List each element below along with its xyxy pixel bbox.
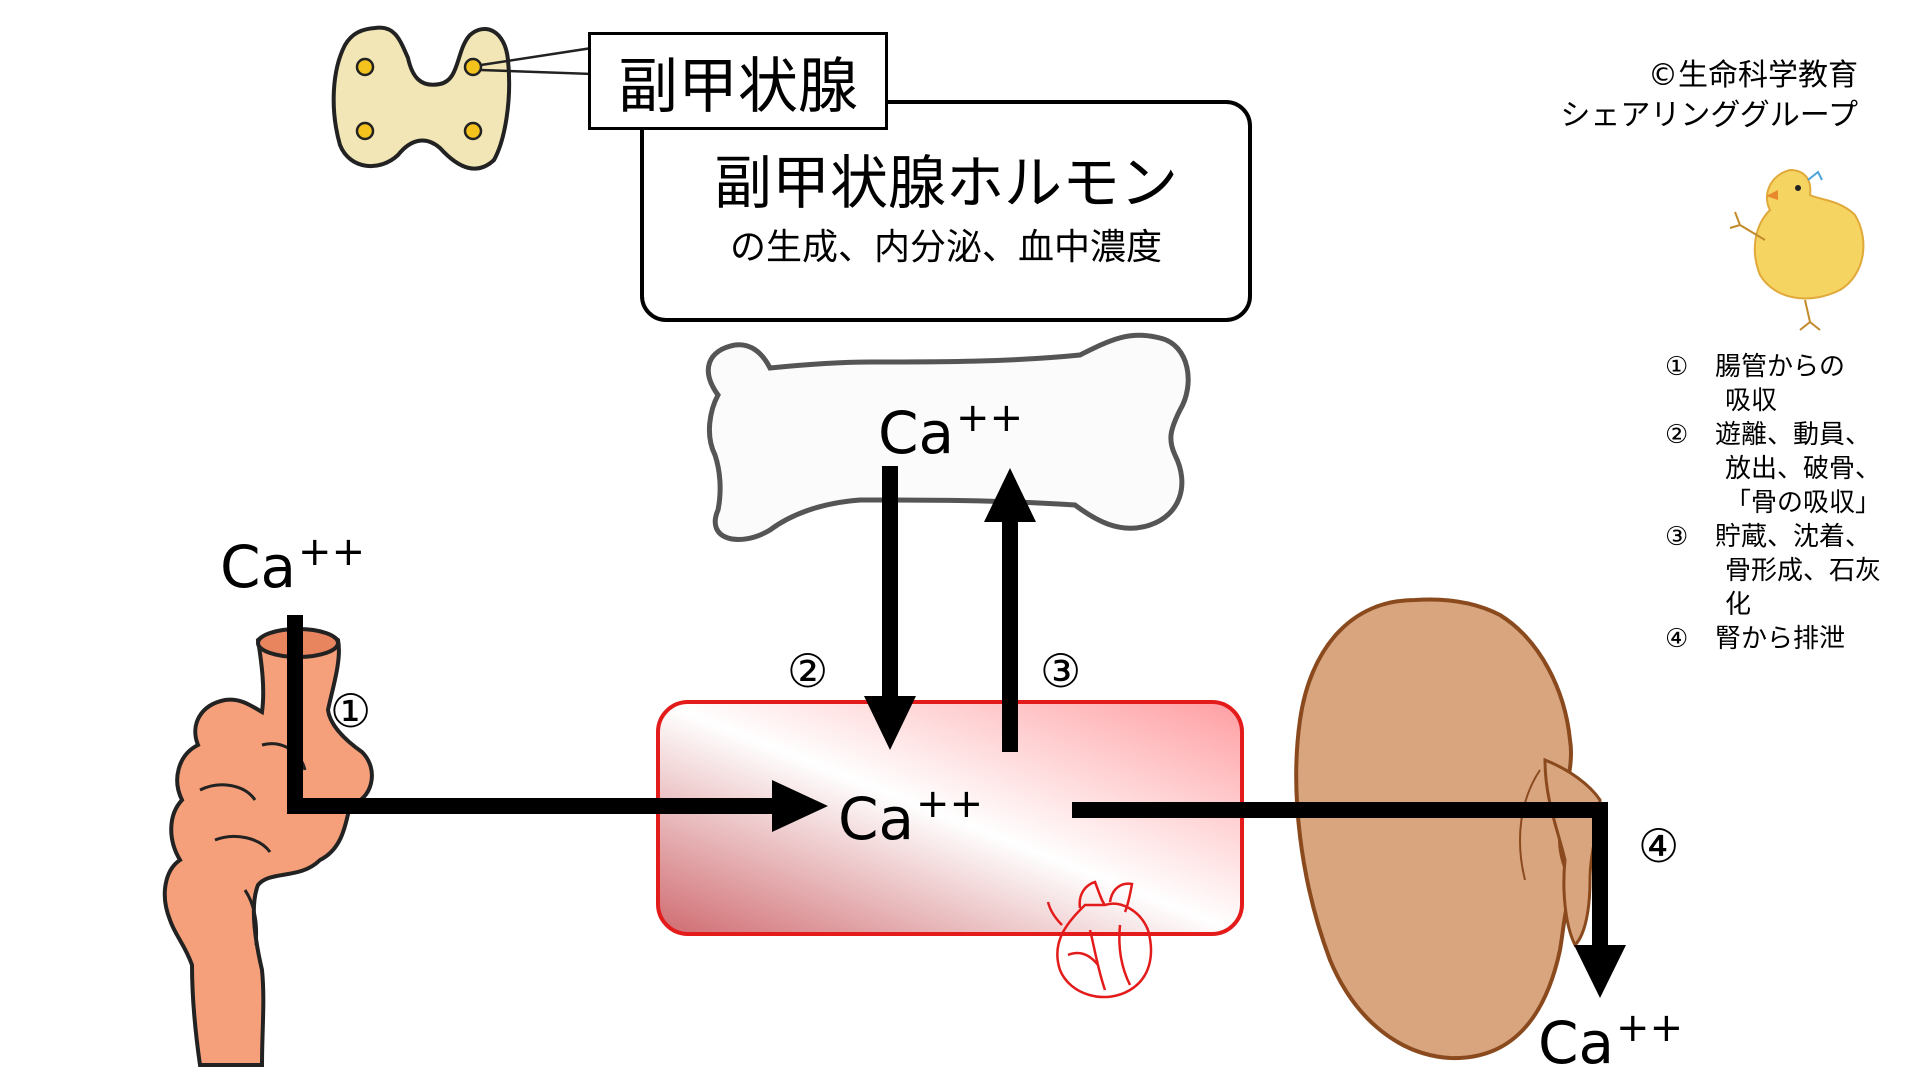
chick-icon — [1729, 168, 1865, 331]
heart-icon — [1046, 880, 1153, 999]
legend-number: ① — [1665, 352, 1689, 382]
calcium-base: Ca — [838, 785, 915, 853]
legend-number: ② — [1665, 420, 1689, 450]
thyroid-icon — [331, 25, 594, 171]
calcium-base: Ca — [878, 399, 955, 467]
step-two-marker: ② — [787, 644, 829, 698]
legend-line: 骨形成、石灰 — [1725, 556, 1882, 586]
legend-number: ③ — [1665, 522, 1689, 552]
legend-line: 貯蔵、沈着、 — [1715, 522, 1872, 552]
legend-line: 腸管からの — [1715, 352, 1846, 382]
copyright-line-2: シェアリンググループ — [1560, 98, 1858, 133]
arrow-storage — [984, 468, 1036, 752]
legend-item: ④ 腎から排泄 — [1665, 622, 1920, 656]
copyright-line-1: ©生命科学教育 — [1648, 58, 1858, 93]
legend-line: 腎から排泄 — [1715, 624, 1846, 654]
parathyroid-dot — [463, 121, 483, 141]
legend-item: ③ 貯蔵、沈着、 骨形成、石灰 化 — [1665, 520, 1920, 622]
legend-item: ① 腸管からの 吸収 — [1665, 350, 1920, 418]
calcium-charge: ++ — [956, 395, 1024, 441]
legend-number: ④ — [1665, 624, 1689, 654]
arrow-release — [864, 466, 916, 750]
calcium-charge: ++ — [298, 529, 366, 575]
step-one-marker: ① — [330, 684, 372, 738]
parathyroid-dot — [463, 57, 483, 77]
copyright: ©生命科学教育 シェアリンググループ — [1520, 56, 1858, 136]
parathyroid-dot — [355, 57, 375, 77]
arrow-absorption — [287, 615, 828, 832]
step-four-marker: ④ — [1638, 819, 1680, 873]
legend-line: 吸収 — [1725, 386, 1778, 416]
parathyroid-dot — [355, 121, 375, 141]
kidney-icon — [1294, 597, 1602, 1061]
hormone-subtitle: の生成、内分泌、血中濃度 — [729, 227, 1162, 268]
legend-line: 遊離、動員、 — [1715, 420, 1872, 450]
hormone-title: 副甲状腺ホルモン — [713, 149, 1178, 217]
legend-line: 放出、破骨、 — [1725, 454, 1882, 484]
calcium-base: Ca — [1538, 1009, 1615, 1077]
calcium-diet: Ca++ — [220, 532, 365, 596]
bone-icon — [705, 332, 1191, 543]
arrow-excretion — [1072, 802, 1626, 998]
calcium-base: Ca — [220, 533, 297, 601]
calcium-charge: ++ — [916, 781, 984, 827]
thyroid-label: 副甲状腺 — [588, 32, 888, 130]
calcium-urine: Ca++ — [1538, 1008, 1683, 1072]
legend-line: 化 — [1725, 590, 1752, 620]
legend-line: 「骨の吸収」 — [1725, 488, 1882, 518]
calcium-charge: ++ — [1616, 1005, 1684, 1051]
calcium-bone: Ca++ — [878, 398, 1023, 462]
step-three-marker: ③ — [1040, 644, 1082, 698]
calcium-blood: Ca++ — [838, 784, 983, 848]
legend-item: ② 遊離、動員、 放出、破骨、 「骨の吸収」 — [1665, 418, 1920, 520]
legend: ① 腸管からの 吸収 ② 遊離、動員、 放出、破骨、 「骨の吸収」 ③ 貯蔵、沈… — [1665, 350, 1920, 656]
hormone-box: 副甲状腺ホルモン の生成、内分泌、血中濃度 — [640, 100, 1252, 322]
